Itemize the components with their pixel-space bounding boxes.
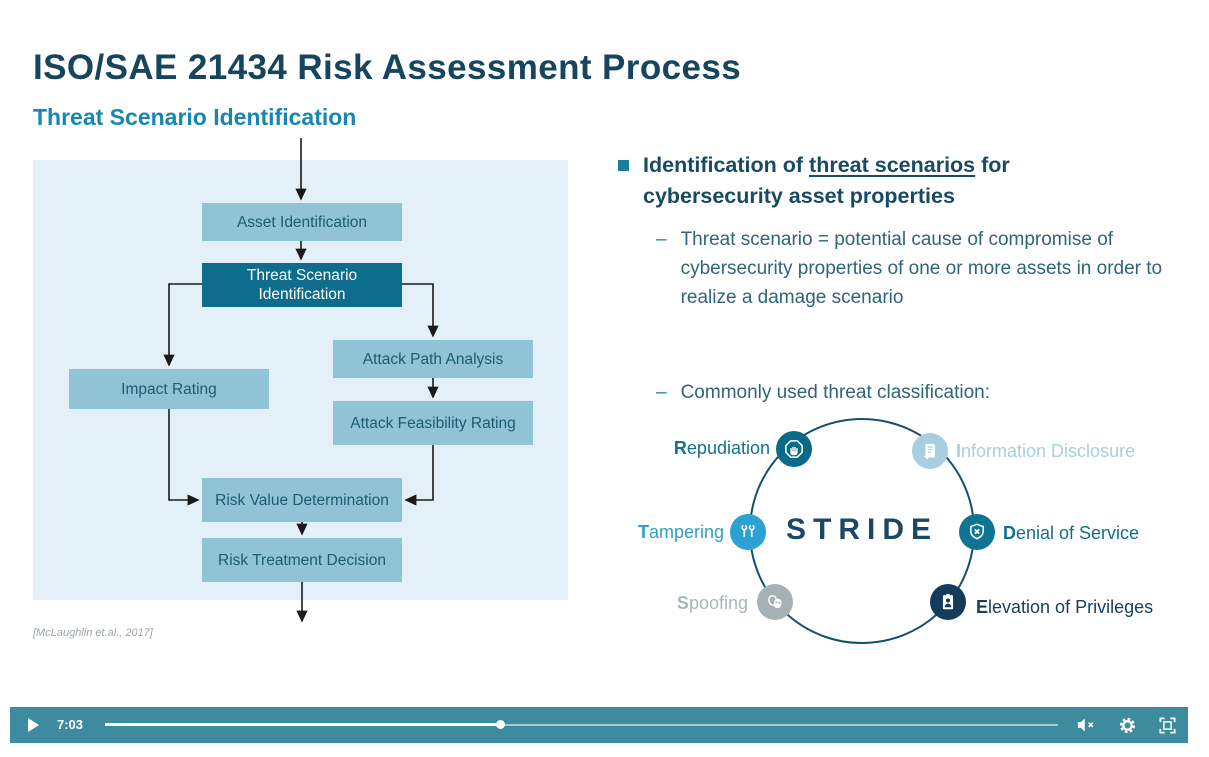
fullscreen-icon[interactable]: [1158, 716, 1177, 735]
document-icon: [912, 433, 948, 469]
subbullet-threat-scenario-definition: – Threat scenario = potential cause of c…: [656, 225, 1184, 312]
subbullet-text: Commonly used threat classification:: [680, 382, 990, 403]
slide-title: ISO/SAE 21434 Risk Assessment Process: [33, 48, 742, 87]
stride-center-word: STRIDE: [786, 513, 939, 546]
shield-x-icon: [959, 514, 995, 550]
stride-label-denial-of-service: Denial of Service: [1003, 523, 1140, 543]
bullet-heading: Identification of threat scenarios for c…: [618, 150, 1110, 212]
dash-bullet-icon: –: [656, 382, 667, 403]
id-badge-icon: [930, 584, 966, 620]
flow-node-risk-treatment-decision: Risk Treatment Decision: [202, 538, 402, 582]
flowchart-arrows: [163, 138, 439, 623]
subbullet-text: Threat scenario = potential cause of com…: [680, 229, 1163, 308]
subbullet-threat-classification: – Commonly used threat classification:: [656, 378, 1176, 407]
progress-fill: [105, 723, 501, 726]
stride-label-elevation-of-privileges: Elevation of Privileges: [976, 597, 1154, 617]
flow-node-attack-feasibility-rating: Attack Feasibility Rating: [333, 401, 533, 445]
stride-label-repudiation: Repudiation: [673, 438, 770, 458]
flow-node-asset-identification: Asset Identification: [202, 203, 402, 241]
hand-stop-icon: [776, 431, 812, 467]
progress-knob[interactable]: [496, 720, 506, 729]
playback-time: 7:03: [57, 717, 84, 732]
progress-bar[interactable]: [105, 720, 1058, 729]
stride-label-information-disclosure: Information Disclosure: [956, 441, 1136, 461]
play-button[interactable]: [28, 718, 40, 732]
bullet-heading-text: Identification of threat scenarios for c…: [643, 153, 1010, 208]
video-player-controls[interactable]: 7:03: [10, 707, 1188, 743]
slide-subtitle: Threat Scenario Identification: [33, 104, 357, 130]
citation: [McLaughlin et.al., 2017]: [33, 627, 153, 639]
flow-node-attack-path-analysis: Attack Path Analysis: [333, 340, 533, 378]
flow-node-threat-scenario-identification: Threat Scenario Identification: [202, 263, 402, 307]
flow-node-risk-value-determination: Risk Value Determination: [202, 478, 402, 522]
stride-label-tampering: Tampering: [637, 522, 724, 542]
settings-gear-icon[interactable]: [1118, 716, 1137, 735]
masks-icon: [757, 584, 793, 620]
dash-bullet-icon: –: [656, 229, 667, 250]
stride-label-spoofing: Spoofing: [676, 593, 748, 613]
volume-muted-icon[interactable]: [1076, 716, 1095, 734]
flow-node-impact-rating: Impact Rating: [69, 369, 269, 409]
risk-process-flowchart: Asset Identification Threat Scenario Ide…: [33, 135, 568, 647]
square-bullet-icon: [618, 160, 629, 171]
wrench-icon: [730, 514, 766, 550]
